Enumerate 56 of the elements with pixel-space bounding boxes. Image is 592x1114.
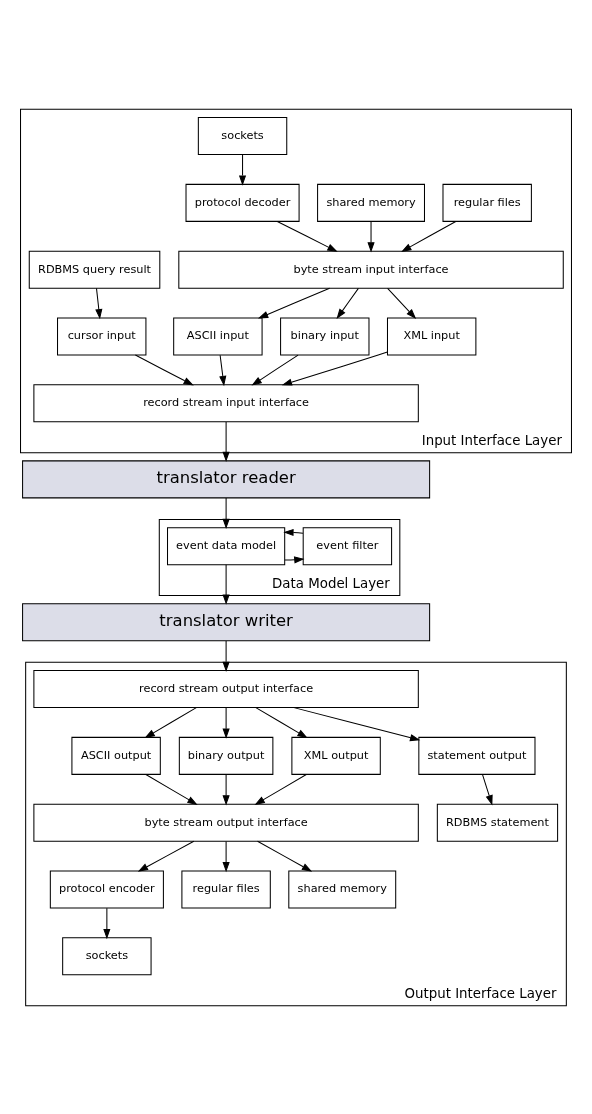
arrow xyxy=(222,497,230,529)
arrow xyxy=(367,220,375,253)
arrow xyxy=(387,287,417,319)
node-box: sockets xyxy=(62,936,152,975)
arrow xyxy=(257,840,313,872)
node-box: regular files xyxy=(181,870,271,909)
node-box: sockets xyxy=(197,116,288,155)
node-box: protocol encoder xyxy=(49,870,164,909)
node-box: shared memory xyxy=(288,870,397,909)
arrow xyxy=(283,528,304,536)
node-box: XML output xyxy=(291,736,381,775)
arrow xyxy=(276,220,338,252)
arrow xyxy=(134,354,194,385)
node-box: byte stream input interface xyxy=(178,250,564,289)
node-box: event filter xyxy=(302,526,393,565)
node-box: record stream output interface xyxy=(33,669,419,708)
arrow xyxy=(401,220,457,252)
arrow xyxy=(222,840,230,872)
arrow xyxy=(336,287,359,319)
arrow xyxy=(284,555,305,563)
node-box: event data model xyxy=(167,526,286,565)
arrow xyxy=(103,907,111,939)
node-box: translator writer xyxy=(22,602,431,641)
arrow xyxy=(281,351,388,386)
arrow xyxy=(95,287,103,319)
node-box: protocol decoder xyxy=(185,183,300,222)
arrow xyxy=(222,706,230,739)
arrow xyxy=(222,563,230,605)
node-box: XML input xyxy=(386,317,477,355)
node-box: record stream input interface xyxy=(33,383,419,422)
node-box: translator reader xyxy=(22,459,431,498)
arrow xyxy=(293,706,421,741)
node-box: statement output xyxy=(418,736,536,775)
node-box: ASCII output xyxy=(71,736,161,775)
arrow xyxy=(219,354,227,386)
arrow xyxy=(255,706,308,738)
arrow xyxy=(137,840,195,872)
arrow xyxy=(257,287,331,319)
node-box: binary input xyxy=(280,317,370,355)
node-box: cursor input xyxy=(57,317,147,355)
arrow xyxy=(251,354,299,386)
arrow xyxy=(145,773,198,805)
node-box: regular files xyxy=(442,183,532,222)
arrow xyxy=(222,773,230,806)
node-box: ASCII input xyxy=(173,317,263,355)
arrow xyxy=(222,639,230,672)
node-box: binary output xyxy=(178,736,274,775)
node-box: byte stream output interface xyxy=(33,803,419,842)
arrow xyxy=(254,773,307,805)
arrow xyxy=(482,773,493,805)
node-box: RDBMS statement xyxy=(436,803,559,842)
node-box: RDBMS query result xyxy=(28,250,161,289)
arrow xyxy=(144,706,197,738)
arrow xyxy=(238,153,247,186)
arrow xyxy=(222,420,230,462)
node-box: shared memory xyxy=(317,183,425,222)
